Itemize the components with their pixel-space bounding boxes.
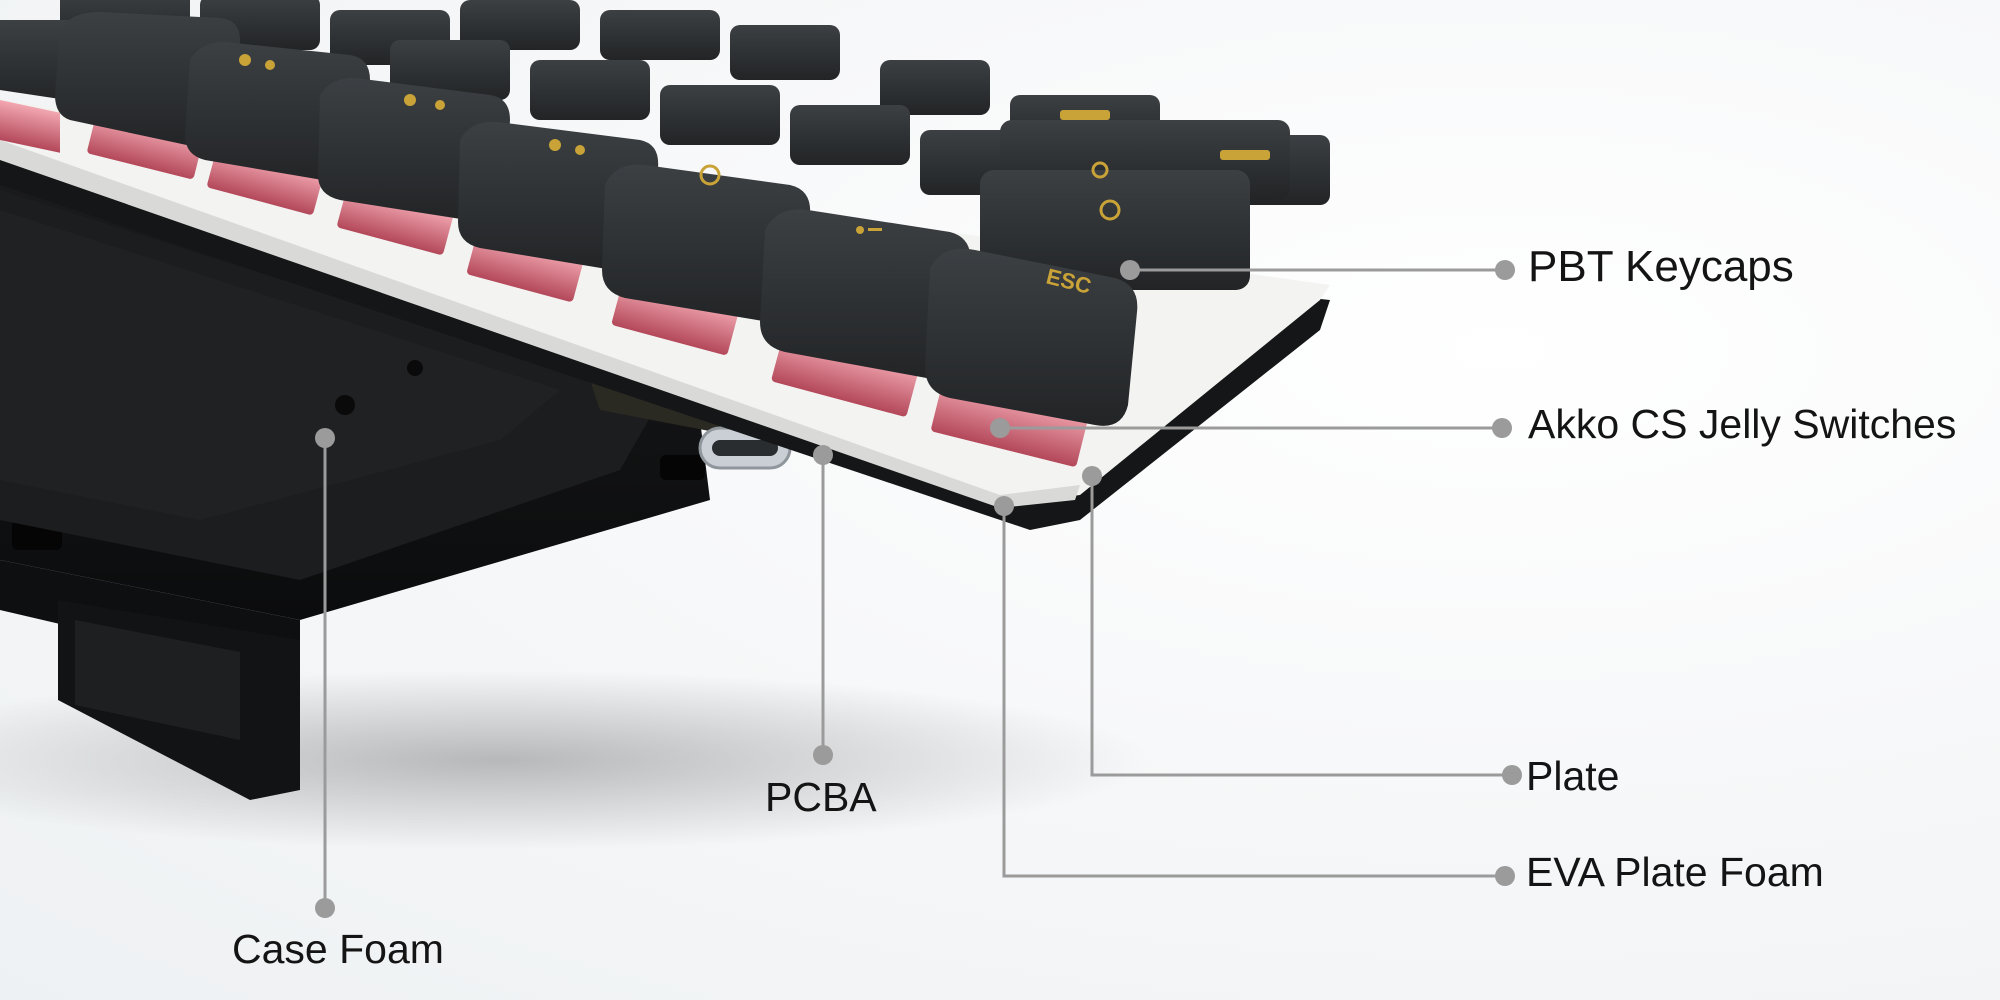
keycaps-back-rows: [60, 0, 1330, 290]
callout-dots: [315, 260, 1522, 918]
callout-jelly-switches: Akko CS Jelly Switches: [1528, 401, 1957, 447]
callout-plate: Plate: [1526, 753, 1620, 799]
keycaps-front-row: [0, 12, 1138, 426]
callout-line-plate: [1090, 476, 1512, 777]
keycap-legend-marks: [239, 54, 1270, 234]
callout-pbt-keycaps: PBT Keycaps: [1528, 242, 1794, 291]
case-screw: [335, 395, 355, 415]
callout-pcba: PCBA: [765, 774, 877, 820]
callout-case-foam: Case Foam: [232, 926, 444, 972]
esc-keycap: [925, 248, 1138, 426]
callout-line-eva: [1002, 508, 1505, 878]
callout-lines: [323, 268, 1512, 908]
callout-eva-plate-foam: EVA Plate Foam: [1526, 849, 1824, 895]
